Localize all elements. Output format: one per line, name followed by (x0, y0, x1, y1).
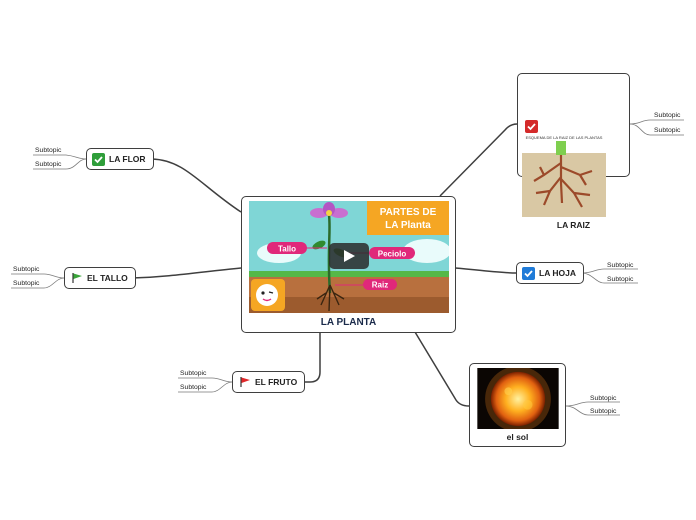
red-check-icon (525, 120, 538, 133)
topic-label: el sol (506, 432, 529, 442)
subtopic[interactable]: Subtopic (13, 280, 40, 287)
plant-parts-video-thumbnail[interactable]: PARTES DE LA Planta Tallo Peciolo Raiz (248, 201, 449, 313)
link-fruto (303, 332, 321, 383)
subtopic[interactable]: Subtopic (607, 276, 634, 283)
link-hoja (454, 267, 517, 274)
topic-label: LA FLOR (109, 154, 146, 164)
subtopic[interactable]: Subtopic (607, 262, 634, 269)
svg-text:PARTES DE: PARTES DE (379, 207, 436, 218)
sun-image (476, 368, 559, 429)
subtopic[interactable]: Subtopic (13, 266, 40, 273)
topic-label: EL TALLO (87, 273, 128, 283)
play-icon (343, 250, 355, 262)
link-tallo (131, 267, 242, 279)
central-topic-label: LA PLANTA (320, 317, 377, 328)
topic-label: EL FRUTO (255, 377, 298, 387)
topic-label: LA HOJA (539, 268, 576, 278)
green-check-icon (92, 152, 105, 166)
green-flag-icon (70, 272, 83, 285)
blue-check-icon (522, 266, 535, 280)
link-sol (414, 331, 470, 407)
topic-label: LA RAIZ (556, 220, 591, 230)
subtopic[interactable]: Subtopic (590, 395, 617, 402)
link-flor (151, 158, 242, 213)
topic-la-hoja[interactable]: LA HOJA (516, 262, 584, 284)
subtopic[interactable]: Subtopic (35, 147, 62, 154)
link-raiz (439, 123, 518, 197)
root-diagram-image: ESQUEMA DE LA RAIZ DE LAS PLANTAS (522, 133, 606, 217)
topic-la-flor[interactable]: LA FLOR (86, 148, 154, 170)
topic-el-sol[interactable]: el sol (469, 363, 566, 447)
subtopic[interactable]: Subtopic (590, 408, 617, 415)
root-label: Raiz (371, 281, 387, 290)
topic-el-fruto[interactable]: EL FRUTO (232, 371, 306, 393)
svg-text:LA Planta: LA Planta (385, 220, 431, 231)
svg-text:ESQUEMA DE LA RAIZ DE LAS PLAN: ESQUEMA DE LA RAIZ DE LAS PLANTAS (526, 135, 603, 140)
stem-label: Tallo (277, 245, 295, 254)
subtopic[interactable]: Subtopic (180, 370, 207, 377)
subtopic[interactable]: Subtopic (654, 112, 681, 119)
subtopic[interactable]: Subtopic (35, 161, 62, 168)
central-topic[interactable]: PARTES DE LA Planta Tallo Peciolo Raiz (241, 196, 456, 333)
red-flag-icon (238, 376, 251, 389)
subtopic[interactable]: Subtopic (180, 384, 207, 391)
petiole-label: Peciolo (377, 250, 406, 259)
topic-la-raiz[interactable]: ESQUEMA DE LA RAIZ DE LAS PLANTAS LA RAI… (517, 73, 630, 230)
subtopic[interactable]: Subtopic (654, 127, 681, 134)
topic-el-tallo[interactable]: EL TALLO (64, 267, 136, 289)
